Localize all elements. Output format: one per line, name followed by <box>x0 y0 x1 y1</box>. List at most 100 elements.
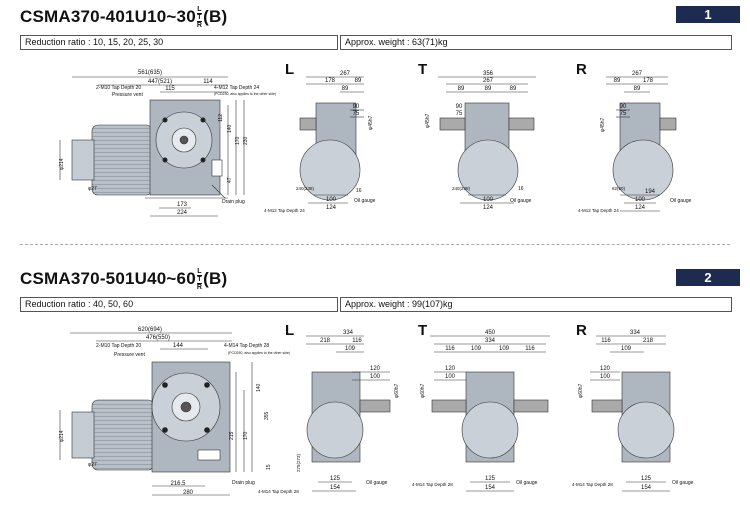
svg-text:218: 218 <box>643 338 654 344</box>
svg-text:356: 356 <box>483 71 494 77</box>
svg-text:109: 109 <box>345 346 356 352</box>
svg-text:φ45h7: φ45h7 <box>368 115 374 130</box>
motor-fan-cover-1 <box>71 139 95 181</box>
view-letter-T-1: T <box>418 61 428 78</box>
svg-text:224: 224 <box>177 210 188 216</box>
svg-text:16: 16 <box>518 186 524 192</box>
svg-text:4-M14 Tap Depth 28: 4-M14 Tap Depth 28 <box>258 489 299 494</box>
svg-text:89: 89 <box>485 86 492 92</box>
side-view-T-1 <box>438 76 536 204</box>
svg-text:Oil gauge: Oil gauge <box>510 198 532 204</box>
svg-text:240(238): 240(238) <box>452 186 471 191</box>
svg-text:(PCD250, also applies to the o: (PCD250, also applies to the other side) <box>228 351 290 355</box>
weight-box-2: Approx. weight : 99(107)kg <box>340 297 732 312</box>
svg-text:154: 154 <box>641 485 652 491</box>
side-view-R-1 <box>606 76 677 212</box>
svg-text:280: 280 <box>183 490 194 496</box>
svg-text:173: 173 <box>177 202 188 208</box>
svg-text:275(273): 275(273) <box>296 453 301 472</box>
svg-text:4-M14 Tap Depth 28: 4-M14 Tap Depth 28 <box>572 482 613 487</box>
svg-text:116: 116 <box>352 338 362 344</box>
svg-text:230: 230 <box>243 136 249 145</box>
svg-text:450: 450 <box>485 330 496 336</box>
svg-text:120: 120 <box>600 366 611 372</box>
phi27-1: φ27 <box>88 186 97 192</box>
phi214-1: φ214 <box>59 158 65 170</box>
weight-box-1: Approx. weight : 63(71)kg <box>340 35 732 50</box>
section1-badge: 1 <box>676 6 740 23</box>
svg-text:267: 267 <box>340 71 351 77</box>
svg-text:100: 100 <box>483 197 494 203</box>
svg-text:267: 267 <box>483 78 494 84</box>
side-view-T-2 <box>430 335 550 492</box>
svg-text:Oil gauge: Oil gauge <box>672 480 694 486</box>
svg-text:Oil gauge: Oil gauge <box>354 198 376 204</box>
dim-motor-length-1: 447(521) <box>148 79 172 85</box>
svg-text:116: 116 <box>601 338 611 344</box>
svg-text:15: 15 <box>266 464 272 470</box>
view-letter-L-1: L <box>285 61 295 78</box>
tap-side-label-1: 4-M12 Tap Depth 24 <box>214 85 259 91</box>
svg-text:47: 47 <box>227 177 233 183</box>
svg-text:116: 116 <box>525 346 535 352</box>
svg-text:620(694): 620(694) <box>138 327 162 333</box>
svg-text:100: 100 <box>600 374 611 380</box>
svg-text:Drain plug: Drain plug <box>232 480 255 486</box>
svg-text:φ45h7: φ45h7 <box>600 117 606 132</box>
svg-text:170: 170 <box>243 431 249 440</box>
svg-text:112: 112 <box>218 114 224 122</box>
dim-overall-1: 561(635) <box>138 70 162 76</box>
svg-text:Pressure vent: Pressure vent <box>114 352 145 358</box>
motor-fan-cover-2 <box>71 411 95 459</box>
tap-top-label-1: 2-M10 Tap Depth 20 <box>96 85 141 91</box>
svg-text:100: 100 <box>635 197 646 203</box>
svg-text:140: 140 <box>256 383 262 392</box>
svg-text:89: 89 <box>510 86 517 92</box>
svg-text:82(80): 82(80) <box>612 186 626 191</box>
svg-text:215: 215 <box>229 431 235 440</box>
svg-text:125: 125 <box>641 476 652 482</box>
svg-text:75: 75 <box>456 111 463 117</box>
svg-text:90: 90 <box>456 104 463 110</box>
svg-text:140: 140 <box>227 124 233 133</box>
svg-text:267: 267 <box>632 71 643 77</box>
svg-text:120: 120 <box>445 366 456 372</box>
svg-text:φ214: φ214 <box>59 430 65 442</box>
svg-text:89: 89 <box>355 78 362 84</box>
section2-badge: 2 <box>676 269 740 286</box>
side-view-R-2 <box>590 335 675 492</box>
front-view-1 <box>59 76 245 217</box>
svg-text:φ27: φ27 <box>88 462 97 468</box>
svg-text:124: 124 <box>483 205 494 211</box>
view-letter-T-2: T <box>418 322 428 339</box>
svg-text:355: 355 <box>264 411 270 420</box>
svg-text:4-M14 Tap Depth 28: 4-M14 Tap Depth 28 <box>412 482 453 487</box>
svg-text:90: 90 <box>620 104 627 110</box>
motor-body-1 <box>91 124 153 196</box>
side-view-L-1 <box>299 76 364 204</box>
svg-text:4-M12 Tap Depth 24: 4-M12 Tap Depth 24 <box>578 208 619 213</box>
svg-text:Oil gauge: Oil gauge <box>366 480 388 486</box>
svg-text:334: 334 <box>630 330 641 336</box>
svg-text:109: 109 <box>499 346 510 352</box>
dim-114-1: 114 <box>203 79 213 85</box>
svg-text:124: 124 <box>635 205 646 211</box>
svg-text:154: 154 <box>485 485 496 491</box>
svg-text:178: 178 <box>325 78 336 84</box>
svg-text:89: 89 <box>342 86 349 92</box>
pressure-vent-label-1: Pressure vent <box>112 92 143 98</box>
view-letter-R-1: R <box>576 61 587 78</box>
view-letter-R-2: R <box>576 322 587 339</box>
svg-text:476(550): 476(550) <box>146 335 170 341</box>
svg-text:100: 100 <box>445 374 456 380</box>
svg-text:216.5: 216.5 <box>170 481 186 487</box>
svg-text:240(238): 240(238) <box>296 186 315 191</box>
svg-text:116: 116 <box>445 346 455 352</box>
svg-text:218: 218 <box>320 338 331 344</box>
svg-text:154: 154 <box>330 485 341 491</box>
svg-text:334: 334 <box>343 330 354 336</box>
